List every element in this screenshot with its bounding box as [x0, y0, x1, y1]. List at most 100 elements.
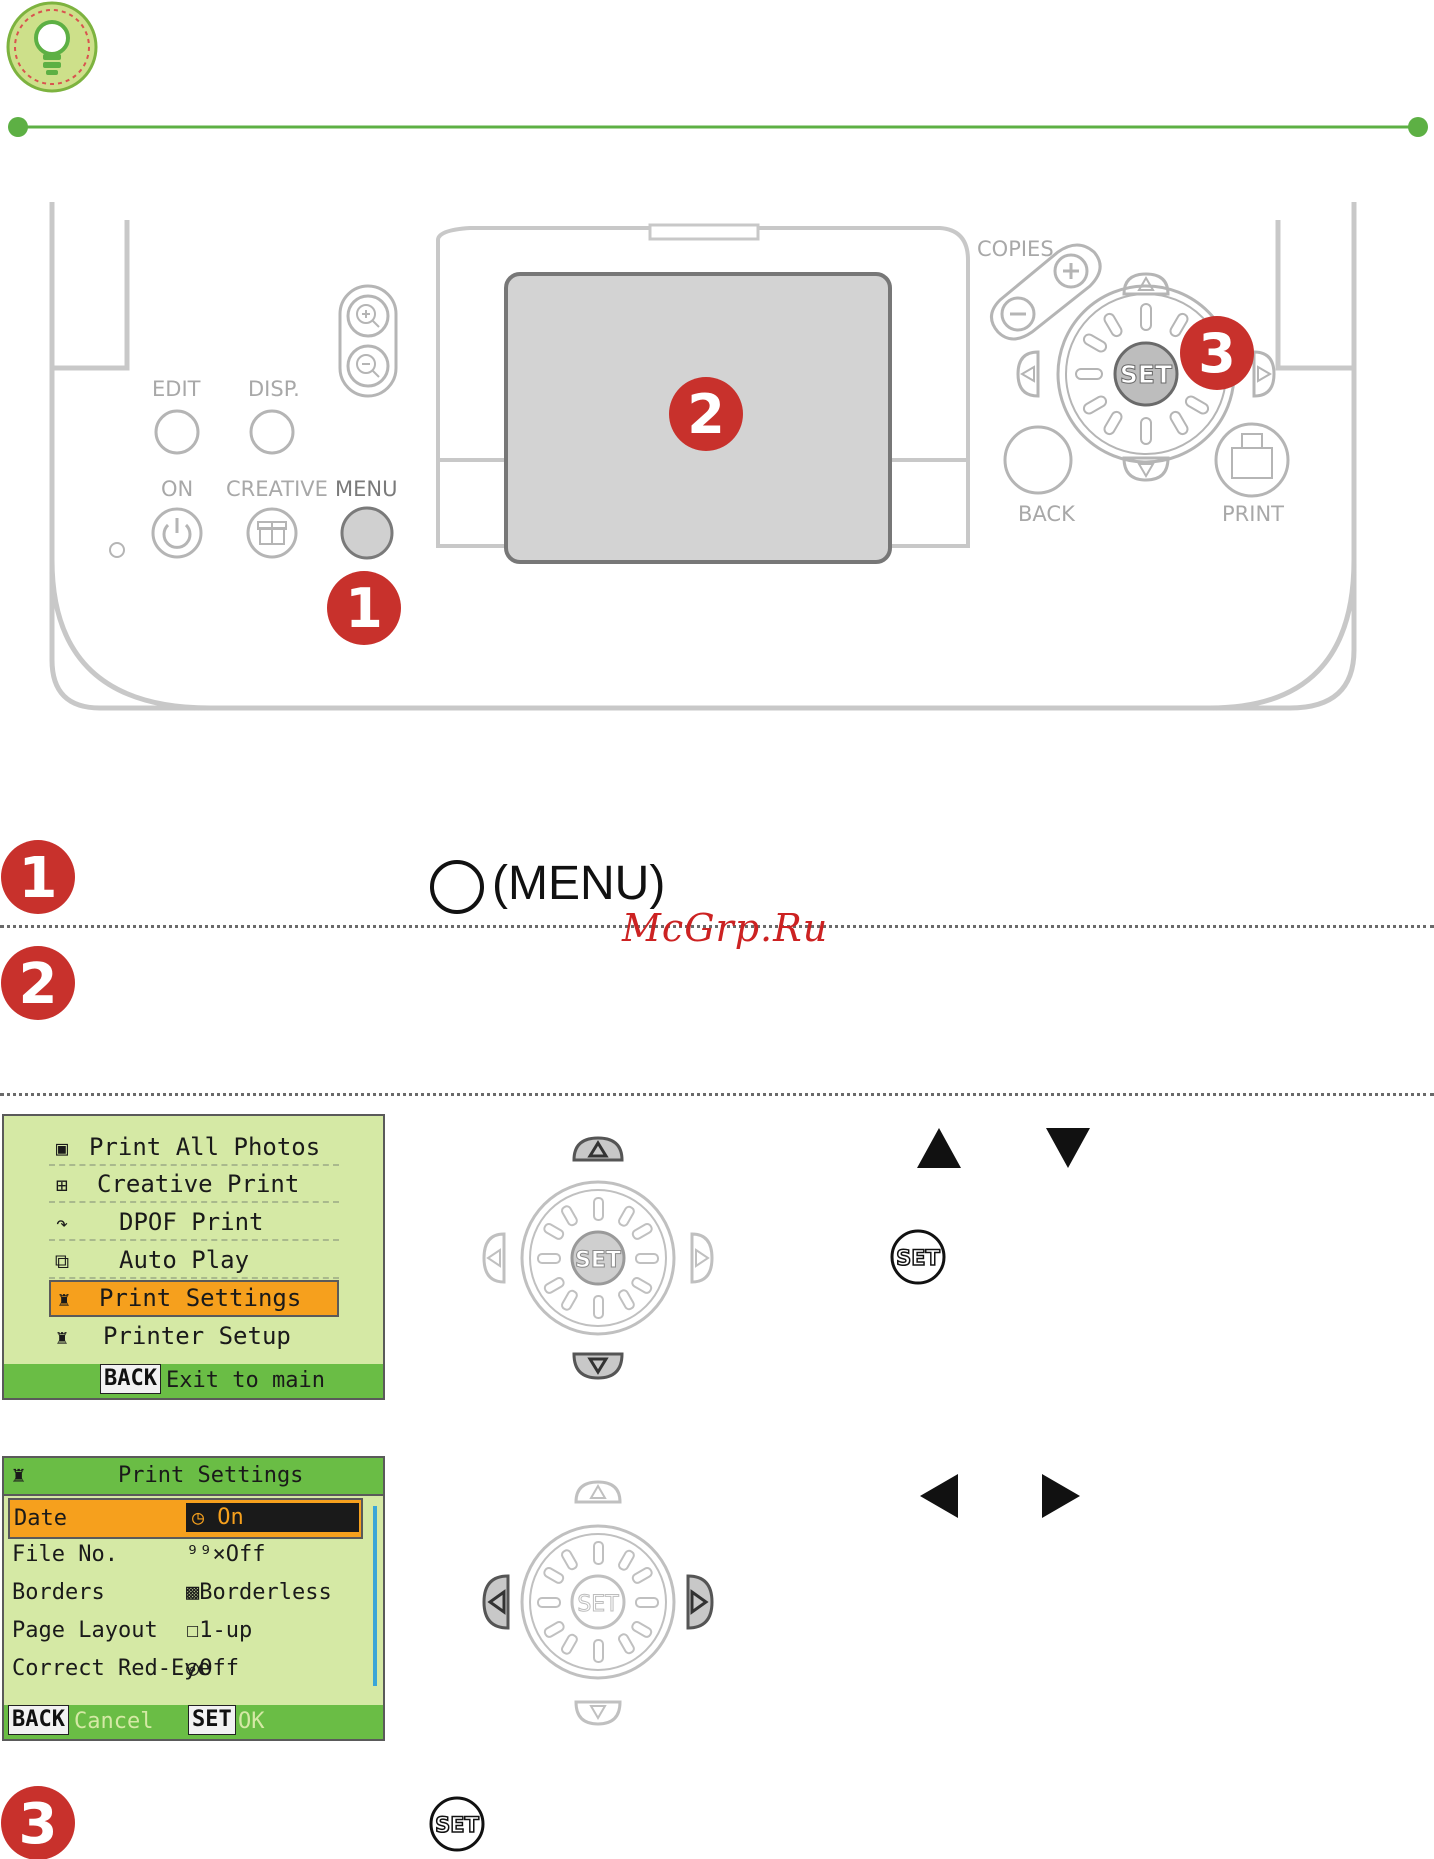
left-triangle-icon: [920, 1474, 958, 1518]
copies-label: COPIES: [977, 237, 1054, 261]
cancel-hint: Cancel: [74, 1709, 154, 1734]
svg-text:SET: SET: [577, 1592, 619, 1617]
lightbulb-icon: [6, 1, 98, 93]
left-arrow-button[interactable]: [1016, 350, 1040, 398]
svg-text:1: 1: [19, 846, 58, 911]
dial-up-down-illustration: SET: [482, 1136, 714, 1380]
set-label: SET: [1120, 360, 1172, 389]
callout-2: 2: [669, 377, 743, 451]
step-1-text: (MENU): [492, 857, 666, 910]
set-button: [1113, 341, 1179, 407]
page-layout-icon: ☐: [186, 1618, 200, 1643]
print-icon: [1231, 447, 1273, 479]
on-label: ON: [161, 477, 193, 501]
power-icon: [162, 523, 192, 549]
borderless-icon: ▩: [186, 1580, 200, 1605]
down-triangle-icon: [1046, 1128, 1090, 1168]
setting-row-date[interactable]: Date ◷ On: [8, 1498, 363, 1539]
zoom-in-icon: [356, 304, 376, 324]
right-arrow-button[interactable]: [1252, 350, 1276, 398]
menu-item-dpof-print[interactable]: ↷DPOF Print: [49, 1206, 339, 1241]
gift-icon: ⊞: [55, 1173, 69, 1197]
print-button[interactable]: [1214, 422, 1290, 498]
back-button[interactable]: [1003, 425, 1073, 495]
disp-button[interactable]: [249, 409, 295, 455]
back-label: BACK: [1018, 502, 1076, 526]
setting-row-page-layout[interactable]: Page Layout ☐1-up: [12, 1618, 253, 1643]
up-arrow-icon: [572, 1136, 624, 1162]
setting-row-file-no[interactable]: File No. ⁹⁹×Off: [12, 1542, 266, 1567]
copies-rocker[interactable]: [990, 243, 1102, 341]
divider: [0, 1093, 1434, 1096]
creative-button[interactable]: [246, 507, 298, 559]
tools-icon: ♜: [12, 1463, 26, 1488]
menu-label: MENU: [335, 477, 397, 501]
settings-title-bar: ♜ Print Settings: [4, 1458, 383, 1496]
up-triangle-icon: [917, 1128, 961, 1168]
file-number-icon: ⁹⁹×: [186, 1542, 226, 1567]
step-1-badge: 1: [1, 840, 75, 914]
power-button[interactable]: [151, 507, 203, 559]
menu-item-printer-setup[interactable]: ♜Printer Setup: [49, 1320, 339, 1353]
menu-item-creative-print[interactable]: ⊞Creative Print: [49, 1168, 339, 1203]
menu-item-print-settings[interactable]: ♜Print Settings: [49, 1280, 339, 1317]
setting-row-red-eye[interactable]: Correct Red-Eye ◎Off: [12, 1656, 239, 1681]
step-2-badge: 2: [1, 946, 75, 1020]
svg-text:2: 2: [687, 383, 725, 446]
footer-hint: Exit to main display: [166, 1368, 325, 1393]
main-menu-screen: ▣Print All Photos ⊞Creative Print ↷DPOF …: [2, 1114, 385, 1400]
right-arrow-icon: [686, 1574, 714, 1630]
creative-label: CREATIVE: [226, 477, 328, 501]
watermark: McGrp.Ru: [622, 906, 829, 950]
photos-icon: ▣: [55, 1136, 69, 1160]
set-button-icon: SET: [890, 1229, 946, 1285]
edit-button[interactable]: [154, 409, 200, 455]
red-eye-icon: ◎: [186, 1656, 200, 1681]
print-label: PRINT: [1222, 502, 1284, 526]
date-value-field[interactable]: ◷ On: [186, 1503, 359, 1532]
zoom-rocker[interactable]: [338, 284, 398, 398]
menu-button-icon: [430, 860, 484, 914]
tools-icon: ♜: [55, 1325, 69, 1349]
set-key: SET: [188, 1705, 236, 1735]
down-arrow-icon: [572, 1352, 624, 1380]
right-triangle-icon: [1042, 1474, 1080, 1518]
tools-icon: ♜: [57, 1287, 71, 1311]
autoplay-icon: ⧉: [54, 1249, 70, 1273]
settings-footer: BACK Cancel SET OK: [4, 1705, 383, 1739]
menu-item-print-all-photos[interactable]: ▣Print All Photos: [49, 1131, 339, 1166]
set-button-icon: SET: [429, 1796, 485, 1852]
svg-text:SET: SET: [435, 1813, 479, 1837]
setting-row-borders[interactable]: Borders ▩Borderless: [12, 1580, 332, 1605]
settings-title: Print Settings: [118, 1463, 304, 1488]
up-arrow-button[interactable]: [1122, 272, 1170, 296]
dial-left-right-illustration: SET: [482, 1480, 714, 1726]
dpof-icon: ↷: [55, 1211, 69, 1235]
svg-text:2: 2: [19, 952, 58, 1017]
menu-button[interactable]: [340, 506, 394, 560]
callout-3: 3: [1180, 316, 1254, 390]
scrollbar[interactable]: [373, 1506, 377, 1686]
power-led: [109, 542, 125, 558]
callout-1: 1: [327, 571, 401, 645]
control-panel-illustration: EDIT DISP. ON CREATIVE MENU COPIES: [49, 202, 1357, 711]
svg-text:1: 1: [345, 577, 383, 640]
svg-text:SET: SET: [575, 1248, 621, 1273]
menu-item-auto-play[interactable]: ⧉Auto Play: [49, 1244, 339, 1279]
disp-label: DISP.: [248, 377, 300, 401]
step-3-badge: 3: [1, 1786, 75, 1859]
back-key: BACK: [8, 1705, 69, 1735]
svg-text:3: 3: [1198, 322, 1236, 385]
print-settings-screen: ♜ Print Settings Date ◷ On File No. ⁹⁹×O…: [2, 1456, 385, 1741]
ok-hint: OK: [238, 1709, 265, 1734]
back-key: BACK: [100, 1364, 161, 1394]
edit-label: EDIT: [152, 377, 201, 401]
down-arrow-button[interactable]: [1122, 456, 1170, 482]
clock-icon: ◷: [192, 1505, 205, 1529]
left-arrow-icon: [482, 1574, 510, 1630]
header-graphics: [6, 1, 1428, 137]
svg-text:SET: SET: [896, 1246, 940, 1270]
divider: [0, 925, 1434, 928]
svg-text:3: 3: [19, 1792, 58, 1857]
main-menu-footer: BACK Exit to main display: [4, 1364, 383, 1398]
